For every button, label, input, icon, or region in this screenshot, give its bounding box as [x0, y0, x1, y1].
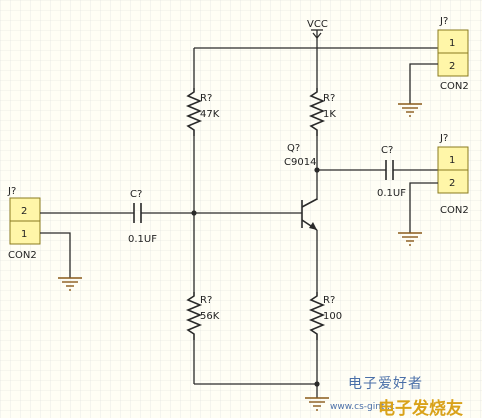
- conn-out-name: CON2: [440, 205, 469, 216]
- conn-in-pin-top: 2: [21, 206, 27, 217]
- watermark-line1: 电子爱好者: [348, 376, 423, 392]
- resistor-r3[interactable]: R? 56K: [185, 292, 220, 340]
- resistor-r4[interactable]: R? 100: [308, 292, 342, 340]
- transistor-value: C9014: [284, 157, 316, 168]
- r4-value: 100: [323, 311, 342, 322]
- wire-power-ground: [409, 63, 438, 104]
- conn-out-pin-bottom: 2: [449, 178, 455, 189]
- cap-in-value: 0.1UF: [128, 234, 157, 245]
- conn-in-pin-bottom: 1: [21, 229, 27, 240]
- connector-power[interactable]: J? 1 2 CON2: [437, 16, 469, 92]
- ground-main: [305, 397, 329, 411]
- conn-top-pin-top: 1: [449, 38, 455, 49]
- r3-value: 56K: [200, 311, 220, 322]
- cap-in-ref: C?: [130, 189, 142, 200]
- conn-out-pin-top: 1: [449, 155, 455, 166]
- transistor-q[interactable]: Q? C9014: [284, 143, 318, 231]
- wire-input-ground: [40, 232, 71, 278]
- watermark-line3: 电子发烧友: [378, 398, 463, 418]
- resistor-r1[interactable]: R? 47K: [185, 88, 220, 136]
- cap-out-ref: C?: [381, 145, 393, 156]
- transistor-ref: Q?: [287, 143, 300, 154]
- conn-in-ref: J?: [7, 186, 16, 197]
- watermark-line2: www.cs-ginti.c: [330, 402, 395, 412]
- r1-ref: R?: [200, 93, 212, 104]
- conn-in-name: CON2: [8, 250, 37, 261]
- ground-input: [58, 277, 82, 291]
- ground-power: [398, 103, 422, 117]
- watermark: 电子爱好者 www.cs-ginti.c 电子发烧友: [330, 376, 463, 418]
- r2-value: 1K: [323, 109, 336, 120]
- vcc-label: VCC: [307, 19, 328, 30]
- cap-out-value: 0.1UF: [377, 188, 406, 199]
- junction-bottom-node: [314, 381, 320, 387]
- r1-value: 47K: [200, 109, 220, 120]
- conn-top-name: CON2: [440, 81, 469, 92]
- connector-output[interactable]: J? 1 2 CON2: [437, 133, 469, 216]
- emitter-arrow-icon: [309, 222, 317, 230]
- wire-output-ground: [409, 182, 438, 233]
- r4-ref: R?: [323, 295, 335, 306]
- connector-input[interactable]: J? 2 1 CON2: [7, 186, 41, 261]
- conn-top-pin-bottom: 2: [449, 61, 455, 72]
- r2-ref: R?: [323, 93, 335, 104]
- vcc-symbol: VCC: [307, 19, 328, 48]
- conn-top-ref: J?: [439, 16, 448, 27]
- ground-output: [398, 232, 422, 246]
- r3-ref: R?: [200, 295, 212, 306]
- resistor-r2[interactable]: R? 1K: [308, 88, 336, 136]
- conn-out-ref: J?: [439, 133, 448, 144]
